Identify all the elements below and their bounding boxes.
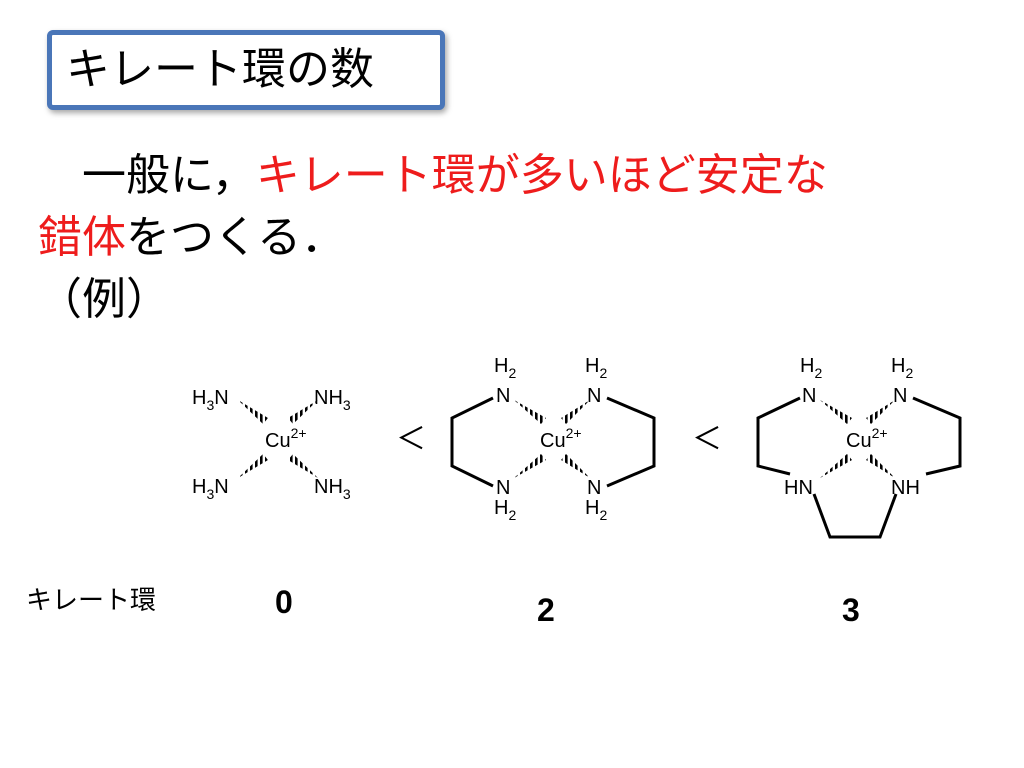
hashed-bond <box>238 454 268 478</box>
atom-label: H <box>585 497 599 519</box>
hashed-bond <box>820 400 852 424</box>
less-than-sign: ＜ <box>396 423 426 456</box>
subscript-label: 3 <box>343 397 351 413</box>
structure-bis-ethylenediamine-copper <box>450 396 656 488</box>
structure-tetraammine-copper <box>238 400 318 478</box>
body-line-2-suffix: をつくる． <box>126 212 346 263</box>
hashed-bond <box>514 400 546 424</box>
svg-text:NH3: NH3 <box>314 387 351 413</box>
superscript-label: 2+ <box>566 425 582 441</box>
atom-label: N <box>587 477 601 499</box>
atom-label: H <box>192 387 206 409</box>
hashed-bond <box>288 454 318 478</box>
subscript-label: 2 <box>599 507 607 523</box>
hashed-bond <box>866 400 895 424</box>
subscript-label: 2 <box>508 365 516 381</box>
atom-label: H <box>800 355 814 377</box>
atom-label: H <box>494 355 508 377</box>
hashed-bond <box>866 454 895 478</box>
svg-text:NH3: NH3 <box>314 476 351 502</box>
atom-label: H <box>192 476 206 498</box>
atom-label: N <box>587 385 601 407</box>
superscript-label: 2+ <box>291 425 307 441</box>
structure-triethylenetetramine-copper <box>756 396 962 539</box>
svg-text:H3N: H3N <box>192 476 229 502</box>
hashed-bond <box>561 400 590 424</box>
body-line-1: 一般に，キレート環が多いほど安定な <box>38 145 988 207</box>
atom-label: NH <box>314 387 343 409</box>
structure-2-labels: H2 N H2 N N H2 N H2 Cu2+ <box>494 355 607 523</box>
subscript-label: 2 <box>508 507 516 523</box>
svg-text:H2: H2 <box>494 497 516 523</box>
chelate-count-0: 0 <box>275 584 293 620</box>
slide-title-box: キレート環の数 <box>47 30 445 110</box>
atom-label: H <box>891 355 905 377</box>
ethylene-bridge <box>812 493 898 539</box>
subscript-label: 2 <box>599 365 607 381</box>
hashed-bond <box>288 400 318 424</box>
hashed-bond <box>820 454 852 478</box>
ethylene-bridge <box>606 396 656 488</box>
hashed-bond <box>238 400 268 424</box>
atom-label: H <box>494 497 508 519</box>
subscript-label: 3 <box>206 397 214 413</box>
atom-label: N <box>496 385 510 407</box>
structure-1-labels: H3N NH3 H3N NH3 Cu2+ <box>192 387 351 502</box>
atom-label: NH <box>891 477 920 499</box>
atom-label: Cu <box>265 430 291 452</box>
atom-label: N <box>496 477 510 499</box>
atom-label: Cu <box>540 430 566 452</box>
atom-label: H <box>585 355 599 377</box>
svg-text:H2: H2 <box>585 355 607 381</box>
atom-label: NH <box>314 476 343 498</box>
svg-text:H2: H2 <box>891 355 913 381</box>
atom-label: N <box>214 387 228 409</box>
superscript-label: 2+ <box>872 425 888 441</box>
structure-3-labels: H2 N H2 N HN NH Cu2+ <box>784 355 920 499</box>
atom-label: N <box>893 385 907 407</box>
ethylene-bridge <box>450 396 494 488</box>
svg-text:H2: H2 <box>585 497 607 523</box>
svg-text:Cu2+: Cu2+ <box>540 425 582 452</box>
chelate-count-2: 2 <box>537 592 555 628</box>
atom-label: N <box>214 476 228 498</box>
chelate-count-3: 3 <box>842 592 860 628</box>
ethylene-bridge <box>756 396 801 476</box>
less-than-sign: ＜ <box>692 423 722 456</box>
subscript-label: 3 <box>206 486 214 502</box>
body-line-1-highlight: キレート環が多いほど安定な <box>255 150 828 201</box>
ethylene-bridge <box>912 396 962 476</box>
svg-text:H2: H2 <box>800 355 822 381</box>
body-line-1-prefix: 一般に， <box>82 150 256 201</box>
body-line-2-highlight: 錯体 <box>38 212 126 263</box>
atom-label: Cu <box>846 430 872 452</box>
body-line-3: （例） <box>38 274 170 325</box>
subscript-label: 2 <box>905 365 913 381</box>
hashed-bond <box>561 454 590 478</box>
svg-text:Cu2+: Cu2+ <box>846 425 888 452</box>
subscript-label: 3 <box>343 486 351 502</box>
svg-text:H3N: H3N <box>192 387 229 413</box>
hashed-bond <box>514 454 546 478</box>
atom-label: N <box>802 385 816 407</box>
atom-label: HN <box>784 477 813 499</box>
body-text: 一般に，キレート環が多いほど安定な 錯体をつくる． （例） <box>38 145 988 331</box>
svg-text:Cu2+: Cu2+ <box>265 425 307 452</box>
subscript-label: 2 <box>814 365 822 381</box>
body-line-2: 錯体をつくる． <box>38 207 988 269</box>
svg-text:H2: H2 <box>494 355 516 381</box>
chelate-ring-label: キレート環 <box>26 586 157 616</box>
slide-title: キレート環の数 <box>66 44 374 95</box>
